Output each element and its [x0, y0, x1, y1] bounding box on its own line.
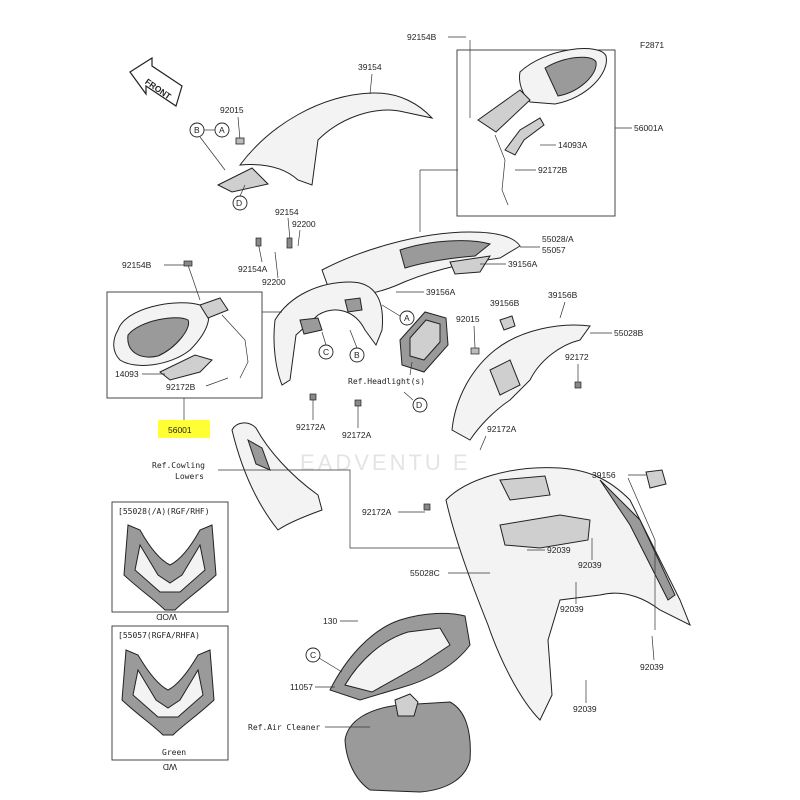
callout-d-top: D — [236, 198, 242, 208]
part-label-92172a-4: 92172A — [362, 507, 392, 517]
callout-c-bottom: C — [310, 650, 316, 660]
ref-air-cleaner-label: Ref.Air Cleaner — [248, 723, 320, 732]
callout-a-top: A — [219, 125, 225, 135]
ref-headlight-label: Ref.Headlight(s) — [348, 377, 425, 386]
upper-inner-cowl-part — [321, 231, 521, 296]
ref-cowling-label-2: Lowers — [175, 472, 204, 481]
variant-color-55057: Green — [162, 748, 186, 757]
part-label-55028c: 55028C — [410, 568, 440, 578]
variant-panel-55057-part — [121, 649, 215, 736]
part-label-39154: 39154 — [358, 62, 382, 72]
watermark-text: EADVENTU E — [300, 450, 471, 475]
part-label-55057: 55057 — [542, 245, 566, 255]
part-label-92172b-left: 92172B — [166, 382, 196, 392]
left-cowl-part — [231, 422, 323, 531]
headlight-part — [399, 311, 449, 373]
inner-fairing-right-part — [451, 324, 591, 441]
grommet-39156 — [645, 469, 667, 489]
part-label-92039-5: 92039 — [573, 704, 597, 714]
part-label-92154: 92154 — [275, 207, 299, 217]
diagram-code: F2871 — [640, 40, 664, 50]
part-label-39156a-1: 39156A — [508, 259, 538, 269]
part-label-55028a: 55028/A — [542, 234, 574, 244]
part-label-92039-1: 92039 — [547, 545, 571, 555]
part-label-14093a: 14093A — [558, 140, 588, 150]
ref-cowling-label-1: Ref.Cowling — [152, 461, 205, 470]
part-label-92015-mid: 92015 — [456, 314, 480, 324]
variant-title-55057: [55057(RGFA/RHFA) — [118, 631, 200, 640]
variant-title-55028: [55028(/A)(RGF/RHF) — [118, 507, 210, 516]
part-label-92015-top: 92015 — [220, 105, 244, 115]
variant-box-55028 — [111, 501, 229, 613]
part-label-14093: 14093 — [115, 369, 139, 379]
part-label-92154a: 92154A — [238, 264, 268, 274]
part-label-55028b: 55028B — [614, 328, 644, 338]
part-label-39156: 39156 — [592, 470, 616, 480]
variant-caption-55028: WOD — [156, 612, 177, 622]
part-label-92039-4: 92039 — [640, 662, 664, 672]
part-label-11057: 11057 — [290, 682, 313, 692]
part-label-92039-3: 92039 — [560, 604, 584, 614]
part-label-39156b-1: 39156B — [490, 298, 520, 308]
part-label-92154b-left: 92154B — [122, 260, 152, 270]
callout-b-mid: B — [354, 350, 360, 360]
part-label-92172-right: 92172 — [565, 352, 589, 362]
part-highlight-56001 — [158, 420, 210, 438]
part-label-92172a-2: 92172A — [342, 430, 372, 440]
variant-panel-55028-part — [123, 524, 217, 611]
callout-d-mid: D — [416, 400, 422, 410]
mirror-left-part — [113, 297, 249, 381]
windshield-part — [216, 92, 434, 193]
part-label-56001a: 56001A — [634, 123, 664, 133]
mirror-box-right — [456, 49, 616, 217]
center-stay-part — [273, 281, 384, 386]
part-label-92039-2: 92039 — [578, 560, 602, 570]
part-label-92172b-top: 92172B — [538, 165, 568, 175]
mirror-right-part — [477, 48, 607, 206]
callout-b-top: B — [194, 125, 200, 135]
part-label-92172a-3: 92172A — [487, 424, 517, 434]
part-label-56001: 56001 — [168, 425, 192, 435]
air-duct-part — [329, 612, 471, 701]
part-label-92154b-top: 92154B — [407, 32, 437, 42]
part-label-130: 130 — [323, 616, 337, 626]
variant-caption-55057: WD — [163, 762, 177, 772]
callout-a-mid: A — [404, 313, 410, 323]
air-cleaner-part — [344, 693, 471, 793]
part-label-39156a-2: 39156A — [426, 287, 456, 297]
side-cowl-right-part — [445, 467, 691, 721]
part-label-92200-a: 92200 — [292, 219, 316, 229]
variant-box-55057 — [111, 625, 229, 761]
front-arrow-icon: FRONT — [129, 56, 183, 107]
callout-c-mid: C — [323, 347, 329, 357]
part-label-39156b-2: 39156B — [548, 290, 578, 300]
part-label-92172a-1: 92172A — [296, 422, 326, 432]
part-label-92200-b: 92200 — [262, 277, 286, 287]
mirror-box-left — [106, 291, 263, 399]
